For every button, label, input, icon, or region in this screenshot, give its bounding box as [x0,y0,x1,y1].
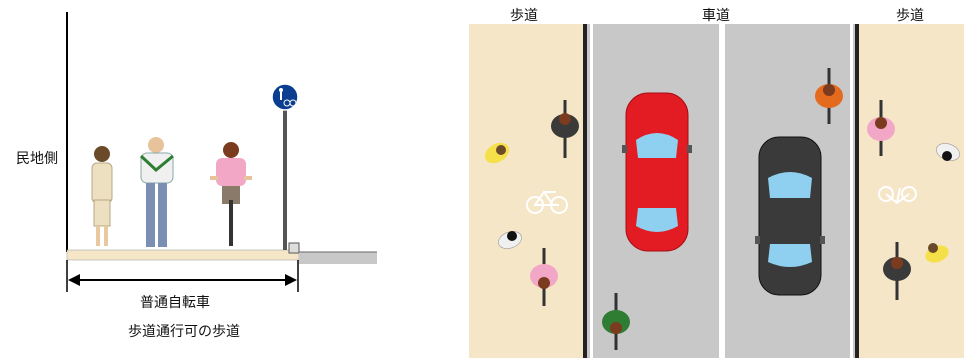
caption-line2: 歩道通行可の歩道 [128,324,240,340]
pedestrian-woman-icon [91,146,113,246]
right-sidewalk-area [857,24,964,358]
red-car-icon [622,92,692,252]
right-curb-line [855,24,859,358]
property-side-label: 民地側 [16,151,58,167]
left-curb-line [583,24,587,358]
cyclist-top-view-icon [530,248,558,306]
left-sidewalk-label: 歩道 [510,8,538,24]
bicycle-marking-left-icon [526,190,568,214]
cyclist-top-view-icon [602,293,630,350]
pedestrian-top-view-icon [925,243,949,263]
pedestrian-top-view-icon [498,231,522,249]
bicycle-marking-right-icon [878,186,917,205]
cyclist-top-view-icon [551,100,579,158]
cyclist-top-view-icon [815,68,843,124]
caption-line1: 普通自転車 [140,295,210,311]
black-car-icon [755,136,825,296]
pedestrian-bicycle-sign-icon [271,83,299,111]
pedestrian-man-icon [139,137,174,247]
left-sidewalk-area [469,24,585,358]
sidewalk-slab [66,249,300,261]
curb [288,242,300,254]
roadway-section [299,252,377,264]
cyclist-top-view-icon [867,100,895,156]
right-sidewalk-label: 歩道 [896,8,924,24]
center-line [719,24,725,358]
roadway-label: 車道 [702,8,730,24]
cyclist-icon [210,142,252,246]
pedestrian-top-view-icon [484,142,510,164]
cyclist-top-view-icon [883,242,911,300]
pedestrian-top-view-icon [936,143,960,161]
